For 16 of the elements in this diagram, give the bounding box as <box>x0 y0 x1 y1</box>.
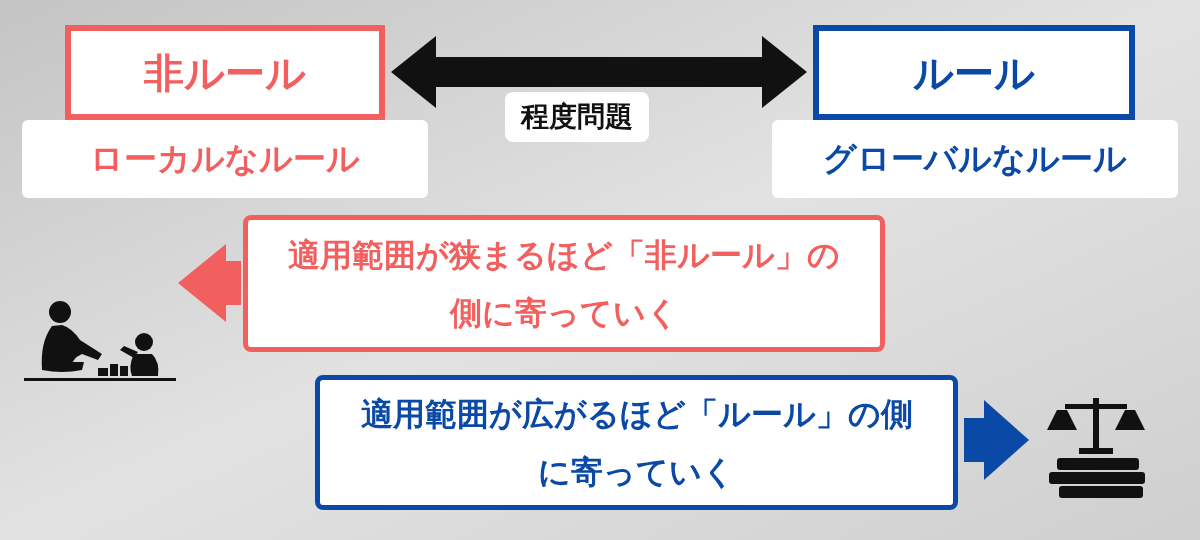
arrow <box>178 244 241 322</box>
label-box <box>813 25 1135 120</box>
edge-label: 程度問題 <box>505 92 649 142</box>
box-text: 適用範囲が狭まるほど「非ルール」の側に寄っていく <box>287 234 841 334</box>
label-box <box>22 120 428 198</box>
label-box <box>772 120 1178 198</box>
box-text: 非ルール <box>144 48 306 98</box>
box-text: 適用範囲が広がるほど「ルール」の側に寄っていく <box>359 393 914 493</box>
box-text: ルール <box>913 48 1035 98</box>
box-text: グローバルなルール <box>823 138 1127 181</box>
arrow <box>964 400 1029 480</box>
box-text: ローカルなルール <box>90 138 360 181</box>
label-box <box>65 25 385 120</box>
label-box <box>315 375 958 510</box>
label-box <box>243 215 885 352</box>
arrow <box>391 36 807 108</box>
